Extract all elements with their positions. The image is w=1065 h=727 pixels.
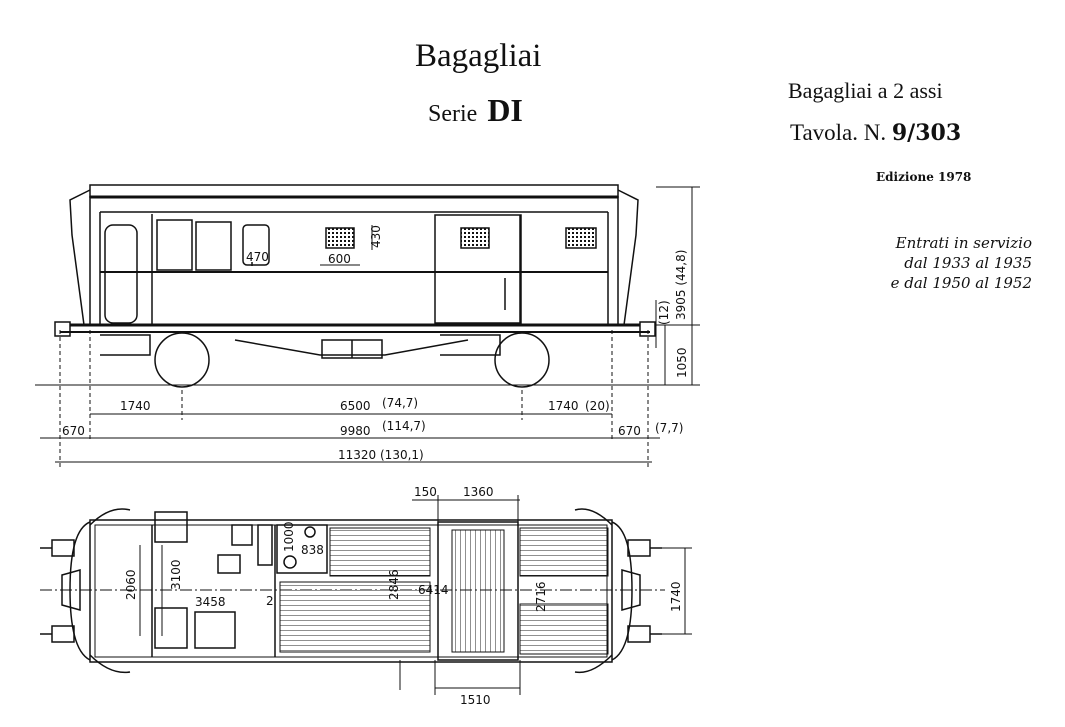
coupler-right [621,569,641,611]
plan-dim-3100: 3100 [169,559,183,590]
end-hood-right [617,189,639,326]
plan-dim-2: 2 [266,594,274,608]
height-dimensions [35,186,700,386]
serie-code: DI [487,92,523,128]
car-body [89,196,619,326]
dim-wheelbase: 6500 [340,399,371,413]
grille-1 [325,227,355,249]
plan-buffer-tl [51,539,75,557]
plan-view [40,495,692,695]
toilet [276,524,328,574]
tavola-label: Tavola. N. 9/303 [790,120,961,146]
plan-dim-2716: 2716 [534,581,548,612]
plan-dim-1510: 1510 [460,693,491,707]
floor-hatch-2 [329,527,431,577]
end-hood-left [69,189,91,326]
dim-buffer-left: 670 [62,424,85,438]
plan-body [89,519,613,663]
grille-2 [460,227,490,249]
service-line-1: Entrati in servizio [895,234,1032,252]
dim-grille-width: 600 [328,252,351,266]
buffer-right [639,321,656,337]
window-1 [156,219,193,271]
floor-hatch-4 [519,603,609,655]
left-door [104,224,138,324]
dim-buffer-right: 670 [618,424,641,438]
dim-axle-height: 1050 [675,347,689,378]
tavola-text: Tavola. N. [790,120,887,145]
plan-dim-1000: 1000 [282,521,296,552]
dim-body-length-alt: (114,7) [382,419,426,433]
buffer-left [54,321,71,337]
plan-dim-2846: 2846 [387,569,401,600]
dim-overhang-left: 1740 [120,399,151,413]
dim-body-length: 9980 [340,424,371,438]
side-elevation [54,184,656,388]
plan-buffer-tr [627,539,651,557]
service-line-2: dal 1933 al 1935 [904,254,1032,272]
dim-buffer-right-alt: (7,7) [655,421,683,435]
grille-3 [565,227,597,249]
dim-grille-height: 430 [369,225,383,248]
wheel-left [154,332,210,388]
plan-dim-3458: 3458 [195,595,226,609]
plan-buffer-bl [51,625,75,643]
serie-label: Serie DI [428,92,523,129]
dim-overhang-right-alt: (20) [585,399,610,413]
dim-total-length: 11320 [338,448,376,462]
dim-window-width: 470 [246,250,269,264]
plan-dim-1360: 1360 [463,485,494,499]
dim-total-length-alt: (130,1) [380,448,424,462]
dim-wheelbase-alt: (74,7) [382,396,418,410]
roof [89,184,619,198]
seat-bottom [154,607,188,649]
page-title: Bagagliai [415,38,542,74]
window-3 [242,224,270,266]
window-2 [195,221,232,271]
floor-hatch-3 [519,527,609,577]
coupler-left [61,569,81,611]
edition-label: Edizione 1978 [876,170,972,184]
serie-text: Serie [428,101,478,127]
plan-dim-150: 150 [414,485,437,499]
length-dimensions [40,330,660,470]
plan-dim-2060: 2060 [124,569,138,600]
plan-dim-838: 838 [301,543,324,557]
plan-buffer-br [627,625,651,643]
dim-total-height: 3905 (44,8) [674,250,688,320]
dim-overhang-right: 1740 [548,399,579,413]
loading-door-zone [437,521,519,661]
sliding-door [434,214,522,324]
desk [194,611,236,649]
tavola-number: 9/303 [891,120,962,146]
plan-dim-1740: 1740 [669,581,683,612]
seat-top [154,511,188,543]
category-label: Bagagliai a 2 assi [788,78,943,103]
dim-buffer-height: (12) [657,300,671,325]
plan-dim-6414: 6414 [418,583,449,597]
floor-hatch-center [451,529,505,653]
floor-hatch-1 [279,581,431,653]
service-line-3: e dal 1950 al 1952 [890,274,1032,292]
wheel-right [494,332,550,388]
